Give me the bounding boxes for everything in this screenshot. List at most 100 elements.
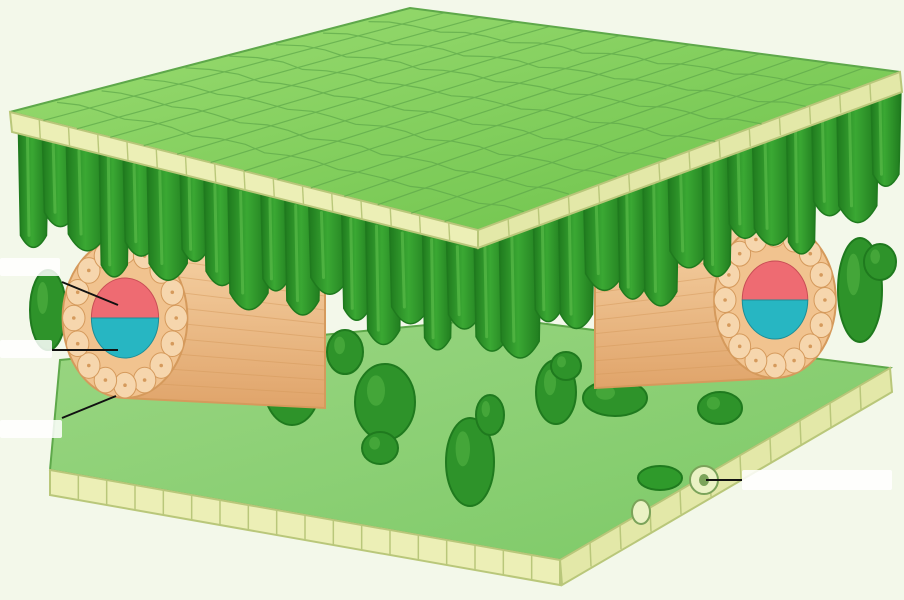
sheath-nucleus (808, 345, 812, 349)
palisade-highlight (822, 118, 824, 201)
palisade-cell (871, 91, 901, 186)
sheath-nucleus (727, 323, 731, 327)
epidermis-cell-wall (508, 219, 509, 237)
sheath-nucleus (819, 323, 823, 327)
palisade-highlight (681, 171, 683, 251)
epidermis-cell-wall (244, 171, 245, 190)
palisade-highlight (457, 247, 459, 315)
sheath-nucleus (792, 359, 796, 363)
lower-epidermis-cell-wall (740, 455, 741, 479)
epidermis-cell-wall (390, 208, 391, 227)
sheath-nucleus (159, 364, 163, 368)
palisade-highlight (542, 224, 544, 310)
epidermis-cell-wall (810, 106, 811, 124)
sheath-nucleus (104, 378, 108, 382)
spongy-highlight (870, 249, 880, 263)
label-box-left-top (0, 258, 60, 276)
sheath-nucleus (819, 273, 823, 277)
sheath-nucleus (738, 252, 742, 256)
palisade-highlight (402, 233, 404, 307)
epidermis-cell-wall (303, 186, 304, 205)
lower-epidermis-cell-wall (770, 438, 771, 462)
epidermis-cell-wall (156, 149, 157, 168)
palisade-highlight (377, 226, 379, 330)
label-box-left-middle (0, 340, 52, 358)
palisade-highlight (432, 240, 434, 338)
sheath-nucleus (171, 290, 175, 294)
sheath-nucleus (823, 298, 827, 302)
palisade-highlight (711, 160, 713, 264)
palisade-highlight (627, 192, 629, 287)
sheath-nucleus (808, 252, 812, 256)
spongy-cell (551, 352, 581, 380)
sheath-nucleus (773, 364, 777, 368)
spongy-cell (698, 392, 742, 424)
spongy-cell (864, 244, 896, 280)
epidermis-cell-wall (840, 95, 841, 113)
epidermis-cell-wall (629, 174, 630, 192)
epidermis-cell-wall (215, 164, 216, 183)
sheath-nucleus (72, 316, 76, 320)
epidermis-cell-wall (538, 207, 539, 225)
lower-epidermis-cell-wall (590, 543, 591, 567)
sheath-nucleus (123, 383, 127, 387)
palisade-highlight (189, 178, 191, 249)
spongy-highlight (557, 356, 566, 367)
epidermis-cell-wall (749, 128, 750, 146)
sheath-nucleus (723, 298, 727, 302)
epidermis-cell-wall (273, 178, 274, 197)
palisade-highlight (79, 151, 81, 234)
palisade-highlight (880, 97, 882, 174)
spongy-highlight (707, 397, 720, 410)
palisade-highlight (321, 212, 323, 277)
palisade-highlight (485, 245, 487, 337)
palisade-highlight (765, 139, 767, 228)
lower-epidermis-cell-wall (860, 385, 861, 409)
epidermis-cell-wall (98, 134, 99, 153)
epidermis-cell-wall (39, 119, 40, 138)
sheath-nucleus (174, 316, 178, 320)
label-box-left-bottom (0, 420, 62, 438)
palisade-highlight (160, 172, 162, 264)
spongy-cell (476, 395, 504, 435)
sheath-nucleus (754, 238, 758, 242)
sheath-nucleus (87, 269, 91, 273)
epidermis-cell-wall (719, 140, 720, 158)
palisade-highlight (215, 185, 217, 271)
palisade-highlight (270, 199, 272, 279)
palisade-highlight (512, 234, 514, 341)
palisade-highlight (108, 158, 110, 265)
spongy-cell (362, 432, 398, 464)
palisade-highlight (654, 182, 656, 292)
epidermis-cell-wall (69, 127, 70, 146)
palisade-highlight (27, 137, 29, 235)
label-box-right (742, 470, 892, 490)
epidermis-cell-wall (361, 201, 362, 220)
spongy-cell (30, 270, 66, 350)
lower-epidermis-cell-wall (680, 490, 681, 514)
sheath-nucleus (76, 290, 80, 294)
sheath-nucleus (143, 378, 147, 382)
palisade-highlight (53, 144, 55, 212)
palisade-highlight (569, 213, 571, 314)
spongy-highlight (456, 431, 470, 466)
epidermis-cell-wall (568, 196, 569, 214)
palisade-highlight (596, 203, 598, 274)
sheath-nucleus (727, 273, 731, 277)
spongy-highlight (37, 282, 48, 314)
spongy-highlight (482, 401, 490, 417)
epidermis-cell-wall (449, 223, 450, 242)
epidermis-cell-wall (779, 117, 780, 135)
spongy-highlight (334, 337, 345, 355)
epidermis-cell-wall (599, 185, 600, 203)
lower-epidermis-cell-wall (830, 403, 831, 427)
palisade-highlight (738, 150, 740, 224)
spongy-highlight (847, 254, 860, 296)
spongy-highlight (367, 375, 385, 405)
sheath-nucleus (738, 345, 742, 349)
spongy-cell (327, 330, 363, 374)
palisade-highlight (241, 192, 243, 293)
lower-epidermis-cell-wall (620, 525, 621, 549)
epidermis-cell-wall (870, 83, 871, 101)
